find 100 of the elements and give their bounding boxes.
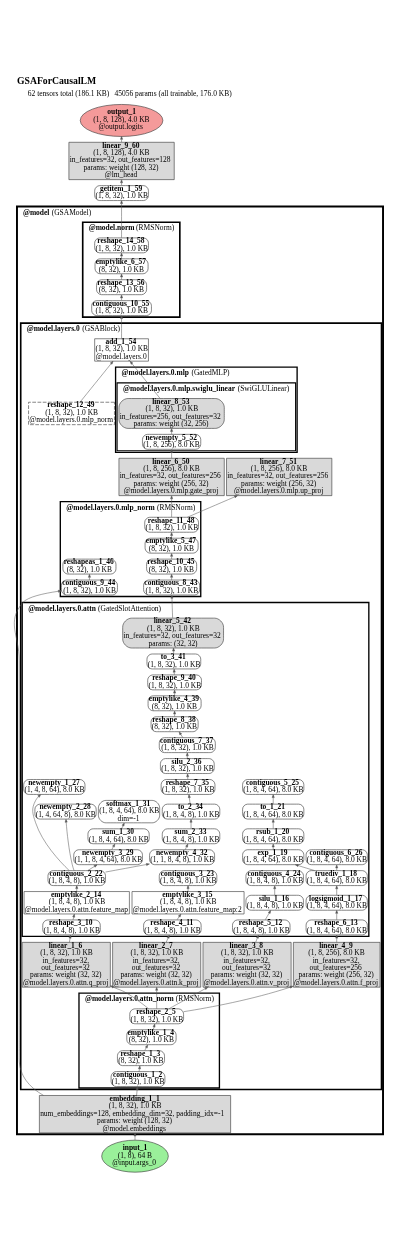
arrow (64, 818, 75, 871)
node-box-text: contiguous_8_43 (1, 8, 32), 1.0 KB (143, 579, 200, 595)
arrow (189, 818, 193, 829)
arrow (255, 934, 259, 943)
arrow (187, 494, 238, 518)
arrow (110, 985, 149, 1009)
node-box: linear_1_6 (1, 8, 32), 1.0 KB in_features=32, out_features=32 params: weight (32, 32) @model.layers.0.attn.q_proj (21, 941, 111, 987)
node-box-text: newempty_2_28 (1, 4, 64, 8), 8.0 KB (34, 803, 97, 819)
arrow (273, 884, 276, 895)
arrow (184, 843, 189, 850)
node-box: softmax_1_31 (1, 8, 4, 64), 8.0 KB dim=-1 (98, 799, 160, 823)
diagram-title: GSAForCausalLM (16, 74, 97, 86)
arrow (14, 589, 62, 1096)
arrow (168, 986, 209, 1009)
node-box-text: contiguous_9_44 (1, 8, 32), 1.0 KB (61, 579, 118, 595)
arrow (335, 909, 338, 920)
arrow (172, 647, 175, 654)
arrow (186, 884, 190, 892)
arrow (155, 986, 158, 1009)
arrow (32, 793, 70, 871)
node-box-text: to_2_34 (1, 8, 4, 8), 1.0 KB (161, 803, 221, 819)
node-box: linear_5_42 (1, 8, 32), 1.0 KB in_features=32, out_features=32 params: (32, 32) (122, 617, 224, 648)
node-box-text: reshape_9_40 (1, 8, 32), 1.0 KB (147, 674, 202, 690)
arrow (165, 934, 170, 943)
node-box: embedding_1_1 (1, 8, 32), 1.0 KB num_embeddings=128, embedding_dim=32, padding_idx=-1 params: weight (128, 32) @model.embeddings (39, 1094, 231, 1133)
node-box-text: contiguous_3_23 (1, 8, 4, 8), 1.0 KB (159, 869, 218, 886)
arrow (264, 909, 271, 920)
node-box-text: reshape_12_49 (1, 8, 32), 1.0 KB @model.layers.0.mlp_norm (28, 401, 115, 425)
arrow (170, 495, 173, 517)
node-ellipse: input_1 (1, 8), 64 B @input.args_0 (101, 1139, 169, 1172)
node-box-text: contiguous_6_26 (1, 8, 4, 64), 8.0 KB (305, 848, 368, 865)
arrow (178, 731, 184, 738)
arrow (144, 1044, 148, 1051)
arrow (188, 793, 191, 804)
arrow (186, 773, 189, 780)
arrow (183, 985, 294, 1012)
node-box-text: sum_1_30 (1, 8, 4, 64), 8.0 KB (87, 828, 150, 844)
arrow (170, 427, 173, 435)
node-box: emptylike_5_47 (8, 32), 1.0 KB (144, 537, 199, 553)
arrow (335, 884, 338, 895)
arrow (170, 448, 173, 458)
node-box-text: to_3_41 (1, 8, 32), 1.0 KB (146, 653, 202, 669)
node-box-text: reshape_3_10 (1, 8, 4, 8), 1.0 KB (42, 919, 101, 935)
node-box-text: logsigmoid_1_17 (1, 8, 4, 64), 8.0 KB (305, 894, 368, 911)
arrow (79, 360, 114, 402)
arrow (120, 179, 123, 186)
label: 62 tensors total (186.1 KB) (27, 88, 110, 98)
node-box-text: reshape_2_5 (1, 8, 32), 1.0 KB (129, 1008, 184, 1024)
arrow (72, 913, 75, 920)
arrow (111, 843, 116, 850)
node-box-text: contiguous_2_22 (1, 8, 4, 8), 1.0 KB (47, 869, 106, 886)
arrow (135, 1085, 139, 1096)
arrow (173, 710, 176, 717)
arrow (170, 573, 173, 580)
arrow (172, 668, 176, 675)
node-box: linear_4_9 (1, 8, 256), 8.0 KB in_features=32, out_features=256 params: weight (256, 32) @model.layers.0.attn.f_proj (293, 941, 381, 987)
node-box-text: reshape_4_11 (1, 8, 4, 8), 1.0 KB (143, 919, 202, 935)
arrow (176, 913, 182, 920)
node-box-text: silu_1_16 (1, 8, 4, 8), 1.0 KB (245, 894, 304, 911)
arrow (335, 934, 338, 943)
node-box: linear_8_53 (1, 8, 32), 1.0 KB in_features=256, out_features=32 params: weight (32, 256) (118, 397, 225, 429)
node-box-text: contiguous_5_25 (1, 8, 4, 64), 8.0 KB (242, 778, 305, 795)
arrow (120, 314, 123, 339)
node-box: reshape_10_45 (8, 32), 1.0 KB (146, 558, 197, 574)
node-ellipse: output_1 (1, 8, 128), 4.0 KB @output.logits (79, 103, 164, 137)
arrow (271, 843, 275, 850)
node-box-text: reshape_6_13 (1, 8, 4, 64), 8.0 KB (305, 919, 368, 935)
node-box-text: rsub_1_20 (1, 8, 4, 64), 8.0 KB (242, 828, 305, 844)
arrow (88, 573, 91, 580)
arrow (295, 863, 315, 871)
arrow (75, 884, 79, 892)
node-box: emptylike_6_57 (8, 32), 1.0 KB (94, 258, 149, 274)
node-box-text: newempty_1_27 (1, 4, 8, 64), 8.0 KB (23, 778, 86, 795)
arrow (170, 552, 173, 559)
node-box: linear_9_60 (1, 8, 128), 4.0 KB in_features=32, out_features=128 params: weight (128, 32) @lm_head (68, 141, 175, 180)
arrow (120, 199, 123, 238)
arrow (120, 294, 123, 301)
node-box-text: contiguous_4_24 (1, 8, 4, 8), 1.0 KB (245, 869, 304, 886)
node-box-text: newempty_5_52 (1, 8, 256), 8.0 KB (142, 433, 202, 450)
node-box-text: reshape_14_58 (1, 8, 32), 1.0 KB (94, 237, 149, 253)
arrow (105, 862, 150, 872)
node-box: emptylike_3_15 (1, 8, 4, 8), 1.0 KB @model.layers.0.attn.feature_map:2 (131, 890, 245, 914)
arrow (138, 1065, 141, 1072)
arrow (120, 252, 123, 259)
arrow (335, 864, 338, 871)
arrow (271, 793, 275, 804)
node-box: emptylike_4_39 (8, 32), 1.0 KB (147, 695, 202, 711)
node-box: reshapeas_1_46 (8, 32), 1.0 KB (62, 558, 117, 574)
arrow (120, 135, 123, 142)
arrow (173, 689, 176, 696)
arrow (170, 594, 174, 618)
arrow (87, 864, 98, 871)
arrow (121, 822, 125, 829)
arrow (271, 818, 275, 829)
arrow (133, 1132, 137, 1140)
label: 45056 params (all trainable, 176.0 KB) (114, 88, 232, 98)
node-box: linear_6_50 (1, 8, 256), 8.0 KB in_features=32, out_features=256 params: weight (256, 32) @model.layers.0.mlp.gate_proj (118, 457, 225, 496)
arrow (152, 1023, 156, 1030)
arrow (68, 934, 72, 943)
arrow (170, 531, 173, 538)
